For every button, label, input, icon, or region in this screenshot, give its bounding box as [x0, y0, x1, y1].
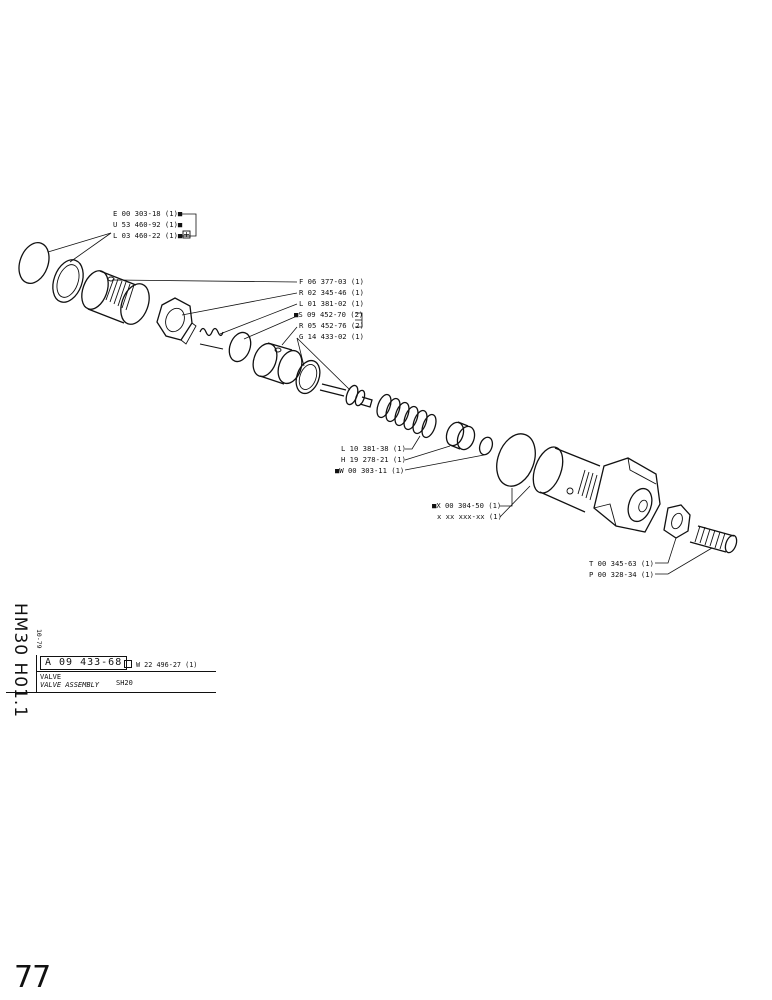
nut-t	[663, 504, 691, 539]
callout-l-10-381-38: L 10 381-38 (1)	[341, 444, 406, 453]
spring-cap-h	[445, 421, 476, 451]
callout-p-00-328-34: P 00 328-34 (1)	[589, 570, 654, 579]
o-ring-small	[228, 331, 252, 363]
callout-g-14-433-02: G 14 433-02 (1)	[299, 332, 364, 341]
parts-group	[18, 242, 738, 554]
assembly-subname: SH20	[116, 679, 133, 687]
reference-number: A 09 433-68	[40, 656, 128, 670]
callout-l-03-460-22: L 03 460-22 (1)■	[113, 231, 183, 240]
set-screw-p	[689, 525, 738, 554]
callout-w-00-303-11: ■W 00 303-11 (1)	[335, 466, 404, 475]
o-ring-x	[496, 433, 536, 487]
callout-h-19-278-21: H 19 278-21 (1)	[341, 455, 406, 464]
ring-r05	[295, 359, 321, 395]
assembly-description: VALVE ASSEMBLY	[40, 681, 100, 689]
piston-g	[252, 342, 303, 385]
callout-t-00-345-63: T 00 345-63 (1)	[589, 559, 654, 568]
ring-u	[52, 259, 84, 303]
title-block: HM30 H01.1 10-79 A 09 433-68 W 22 496-27…	[6, 603, 216, 718]
hex-nut-r	[156, 297, 197, 345]
callout-x-00-304-50: ■X 00 304-50 (1)	[432, 501, 501, 510]
callout-r-05-452-76: R 05 452-76 (2)	[299, 321, 364, 330]
replacement-box-icon	[182, 230, 191, 239]
title-block-divider-horizontal	[36, 671, 216, 672]
callout-f-06-377-03: F 06 377-03 (1)	[299, 277, 364, 286]
title-block-vertical: HM30 H01.1 10-79	[6, 603, 43, 718]
main-housing	[532, 446, 661, 533]
callout-u-53-460-92: U 53 460-92 (1)■	[113, 220, 183, 229]
alternate-reference-text: W 22 496-27 (1)	[136, 661, 198, 669]
page-number: 77	[14, 960, 51, 995]
callout-l-01-381-02: L 01 381-02 (1)	[299, 299, 364, 308]
o-ring-w	[478, 436, 494, 456]
callout-x-xx-xxx-xx: x xx xxx-xx (1)	[437, 512, 502, 521]
assembly-name: VALVE	[40, 673, 62, 681]
small-spring-l	[199, 327, 224, 350]
drawing-date: 10-79	[35, 629, 43, 649]
model-code: HM30 H01.1	[10, 603, 30, 719]
callout-labels: E 00 303-18 (1)■ U 53 460-92 (1)■ L 03 4…	[113, 209, 654, 579]
threaded-body-f	[81, 270, 150, 325]
leader-lines	[47, 213, 713, 575]
alternate-reference: W 22 496-27 (1)	[124, 660, 197, 669]
large-spring-l10	[376, 393, 437, 439]
callout-s-09-452-70: ■S 09 452-70 (2)	[294, 310, 363, 319]
checkbox-square-icon	[124, 660, 132, 668]
o-ring-e	[18, 242, 50, 284]
title-block-bottom-rule	[6, 692, 216, 693]
title-block-divider-vertical	[36, 655, 37, 692]
valve-stem-s	[319, 383, 373, 408]
callout-e-00-303-18: E 00 303-18 (1)■	[113, 209, 183, 218]
callout-r-02-345-46: R 02 345-46 (1)	[299, 288, 364, 297]
